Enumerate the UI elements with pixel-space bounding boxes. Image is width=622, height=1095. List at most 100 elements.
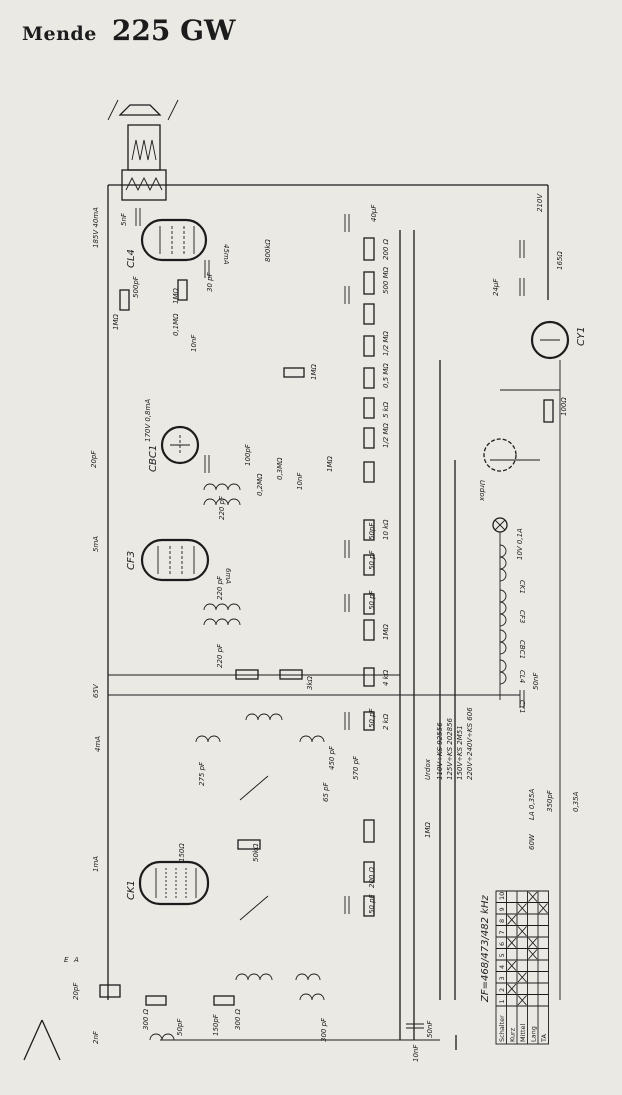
supply-title: Urdox: [424, 758, 432, 780]
tube-ck1: [138, 860, 210, 906]
supply-row-1: 110V÷KS 92556: [436, 722, 444, 780]
switch-table-col-number: 2: [498, 988, 506, 992]
label-1m-d: 1MΩ: [326, 456, 334, 472]
label-570pf: 570 pF: [352, 755, 360, 780]
schematic-labels: CL4 CBC1 CF3 CK1 CY1 185V 40mA 210V 170V…: [64, 193, 587, 1062]
label-10k: 10 kΩ: [382, 519, 390, 540]
label-cf3: CF3: [126, 551, 137, 570]
switch-table-mark: [517, 903, 527, 914]
label-heater-ck1: CK1: [518, 580, 526, 594]
tube-cl4: [140, 218, 208, 262]
switch-table-mark: [507, 914, 517, 925]
label-50pf-a: 50pF: [368, 522, 376, 540]
label-150pf: 150pF: [212, 1013, 220, 1036]
label-1m-b: 1MΩ: [112, 314, 120, 330]
label-200ohm-b: 200 Ω: [368, 866, 376, 888]
switch-table-mark: [507, 983, 517, 994]
label-50k: 50kΩ: [252, 843, 260, 862]
label-antenna-e: E: [64, 956, 69, 964]
switch-table-row-label: TA: [540, 1034, 548, 1043]
label-03m: 0,3MΩ: [276, 457, 284, 480]
resistors: [99, 237, 554, 1006]
label-50nf-b: 50nF: [426, 1020, 434, 1038]
label-800k: 800kΩ: [264, 239, 272, 262]
tube-cf3: [140, 538, 210, 582]
label-1m-a: 1MΩ: [172, 288, 180, 304]
label-165ohm: 165Ω: [556, 251, 564, 270]
switch-table-row-label: Mittel: [519, 1023, 527, 1042]
label-cl4: CL4: [126, 249, 137, 268]
label-4k: 4 kΩ: [382, 669, 390, 686]
label-02m: 0,2MΩ: [256, 473, 264, 496]
if-transformers: [149, 483, 325, 1041]
label-01m: 0,1MΩ: [172, 313, 180, 336]
label-dial-lamp: 10V 0,1A: [516, 528, 524, 560]
label-half-m: 1/2 MΩ: [382, 330, 390, 356]
label-urdox: Urdox: [478, 480, 486, 502]
label-1ma: 1mA: [92, 856, 100, 872]
label-10nf-b: 10nF: [296, 472, 304, 490]
label-5ma: 5mA: [92, 536, 100, 552]
label-cbc1: CBC1: [148, 445, 159, 472]
label-40uf: 40μF: [370, 204, 378, 222]
dial-lamp: [492, 517, 508, 533]
model-name: 225 GW: [111, 14, 236, 47]
loudspeaker: [107, 99, 179, 201]
capacitors: [135, 208, 525, 1029]
if-note: ZF=468/473/482 kHz: [480, 895, 491, 1003]
label-185v: 185V 40mA: [92, 207, 100, 248]
label-50pf-e: 50 pF: [368, 893, 376, 914]
label-45ma: 45mA: [222, 244, 230, 265]
switch-table-col-number: 6: [498, 942, 506, 946]
switch-table-mark: [528, 937, 538, 948]
label-220pf-a: 220 pF: [216, 575, 224, 600]
label-heater-cl4: CL4: [518, 670, 526, 683]
label-500m: 500 MΩ: [382, 266, 390, 294]
label-150ohm: 150Ω: [178, 843, 186, 862]
label-1m-f: 1MΩ: [424, 822, 432, 838]
label-1m-c: 1MΩ: [310, 364, 318, 380]
label-10nf-c: 10nF: [412, 1044, 420, 1062]
tube-cbc1: [160, 425, 200, 465]
label-275pf: 275 pF: [198, 761, 206, 786]
label-1m-e: 1MΩ: [382, 624, 390, 640]
label-200ohm: 200 Ω: [382, 238, 390, 260]
label-lamp-60w: 60W: [528, 833, 536, 850]
switch-table-mark: [507, 937, 517, 948]
label-3k: 3kΩ: [306, 675, 314, 690]
label-heater-cbc1: CBC1: [518, 640, 526, 659]
supply-row-3: 150V÷KS 2M51: [456, 725, 464, 780]
label-220pf-b: 220 pF: [218, 495, 226, 520]
header: Mende 225 GW: [22, 14, 235, 47]
tuning-capacitor: [239, 775, 269, 921]
label-cy1: CY1: [576, 327, 587, 346]
label-220pf-c: 220 pF: [216, 643, 224, 668]
brand-name: Mende: [22, 23, 97, 45]
label-05m: 0,5 MΩ: [382, 363, 390, 388]
switch-table-col-number: 3: [498, 976, 506, 980]
label-20pf-b: 20pF: [72, 982, 80, 1000]
label-heater-cf3: CF3: [518, 610, 526, 623]
label-500pf: 500pF: [132, 275, 140, 298]
label-170v: 170V 0,8mA: [144, 399, 152, 442]
switch-table-col-number: 1: [498, 999, 506, 1003]
switch-table-mark: [507, 960, 517, 971]
switch-table-col-number: 7: [498, 930, 506, 934]
label-50pf-c: 50 pF: [368, 589, 376, 610]
switch-table-mark: [528, 891, 538, 902]
power-rails: [107, 184, 561, 1041]
switch-table-mark: [517, 995, 527, 1006]
switch-table-col-number: 4: [498, 965, 506, 969]
label-50pf-d: 50 pF: [368, 707, 376, 728]
label-2k: 2 kΩ: [382, 713, 390, 730]
label-heater-cy1: CY1: [518, 700, 526, 714]
supply-table: Urdox 110V÷KS 92556 125V÷KS 202856 150V÷…: [424, 707, 474, 780]
label-450pf: 450 pF: [328, 745, 336, 770]
label-5nf: 5nF: [120, 212, 128, 226]
switch-table-row-label: Lang: [530, 1026, 538, 1042]
label-ck1: CK1: [126, 880, 137, 900]
label-24uf: 24μF: [492, 278, 500, 296]
label-50pf-f: 50pF: [176, 1018, 184, 1036]
label-210v: 210V: [536, 193, 544, 212]
